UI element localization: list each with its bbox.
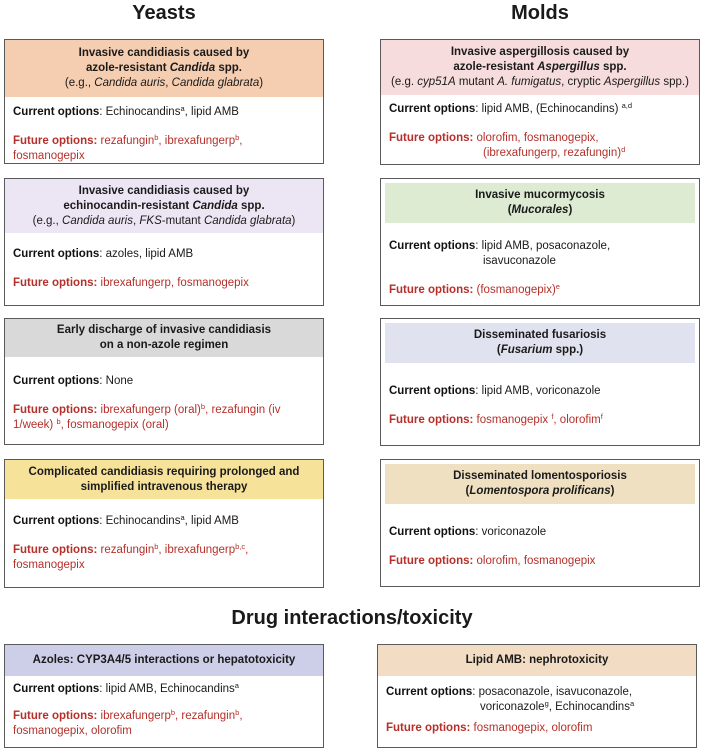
yeasts-column-title: Yeasts	[132, 2, 196, 24]
card-title-line2: azole-resistant Aspergillus spp.	[453, 61, 627, 73]
current-options: Current options: Echinocandinsa, lipid A…	[13, 104, 239, 118]
current-options: Current options: azoles, lipid AMB	[13, 248, 194, 260]
card-title-line2: echinocandin-resistant Candida spp.	[63, 199, 265, 212]
card-body: Current options: voriconazole Future opt…	[389, 525, 693, 569]
card-title-line2: on a non-azole regimen	[99, 339, 229, 351]
future-options: Future options: olorofim, fosmanogepix,(…	[389, 132, 626, 159]
future-options: Future options: ibrexafungerpb, rezafung…	[13, 708, 243, 737]
card-disseminated-fusariosis: Disseminated fusariosis (Fusarium spp.) …	[380, 318, 700, 446]
card-header: Invasive candidiasis caused by echinocan…	[5, 179, 323, 233]
card-body: Current options: azoles, lipid AMB Futur…	[13, 247, 317, 291]
card-azoles-interactions: Azoles: CYP3A4/5 interactions or hepatot…	[4, 644, 324, 748]
card-subtitle: (e.g., Candida auris, Candida glabrata)	[64, 77, 264, 89]
card-body: Current options: None Future options: ib…	[13, 374, 317, 433]
card-header: Azoles: CYP3A4/5 interactions or hepatot…	[5, 645, 323, 676]
card-title-line1: Invasive candidiasis caused by	[78, 184, 250, 197]
card-header: Early discharge of invasive candidiasis …	[5, 319, 323, 357]
molds-column-title: Molds	[511, 2, 569, 24]
card-body: Current options: Echinocandinsa, lipid A…	[13, 105, 317, 164]
card-body: Current options: Echinocandinsa, lipid A…	[13, 514, 317, 573]
card-title-line2: azole-resistant Candida spp.	[86, 62, 242, 74]
current-options: Current options: None	[13, 375, 134, 387]
current-options: Current options: Echinocandinsa, lipid A…	[13, 513, 239, 527]
card-title-line2: simplified intravenous therapy	[80, 480, 248, 493]
drug-interactions-title: Drug interactions/toxicity	[231, 607, 473, 629]
current-options: Current options: lipid AMB, (Echinocandi…	[389, 101, 633, 115]
card-subtitle: (e.g., Candida auris, FKS-mutant Candida…	[32, 214, 296, 227]
card-title-line1: Complicated candidiasis requiring prolon…	[28, 465, 300, 478]
card-invasive-mucormycosis: Invasive mucormycosis (Mucorales) Curren…	[380, 178, 700, 306]
card-subtitle: (e.g. cyp51A mutant A. fumigatus, crypti…	[391, 76, 689, 88]
card-title-line2: (Fusarium spp.)	[496, 344, 584, 356]
future-options: Future options: rezafunginb, ibrexafunge…	[13, 542, 249, 571]
future-options: Future options: fosmanogepix f, olorofim…	[389, 412, 603, 426]
current-options: Current options: lipid AMB, posaconazole…	[389, 240, 611, 267]
card-azole-resistant-aspergillus: Invasive aspergillosis caused by azole-r…	[380, 39, 700, 165]
card-body: Current options: lipid AMB, posaconazole…	[389, 239, 693, 298]
card-title-line2: (Mucorales)	[507, 204, 573, 216]
future-options: Future options: ibrexafungerp, fosmanoge…	[13, 277, 249, 289]
current-options: Current options: posaconazole, isavucona…	[386, 686, 635, 713]
card-title: Lipid AMB: nephrotoxicity	[465, 654, 609, 666]
card-body: Current options: lipid AMB, (Echinocandi…	[389, 102, 693, 161]
card-complicated-candidiasis: Complicated candidiasis requiring prolon…	[4, 459, 324, 588]
current-options: Current options: lipid AMB, Echinocandin…	[13, 681, 239, 695]
card-header: Invasive mucormycosis (Mucorales)	[385, 183, 695, 223]
card-lipid-amb-nephrotoxicity: Lipid AMB: nephrotoxicity Current option…	[377, 644, 697, 748]
future-options: Future options: ibrexafungerp (oral)b, r…	[13, 402, 281, 431]
card-body: Current options: lipid AMB, Echinocandin…	[13, 682, 317, 739]
card-azole-resistant-candida: Invasive candidiasis caused by azole-res…	[4, 39, 324, 164]
card-body: Current options: lipid AMB, voriconazole…	[389, 384, 693, 428]
card-header: Lipid AMB: nephrotoxicity	[378, 645, 696, 676]
card-title-line1: Invasive mucormycosis	[475, 189, 605, 201]
card-title-line1: Invasive candidiasis caused by	[78, 47, 250, 59]
card-echinocandin-resistant-candida: Invasive candidiasis caused by echinocan…	[4, 178, 324, 306]
card-title-line1: Invasive aspergillosis caused by	[450, 46, 630, 58]
card-header: Invasive candidiasis caused by azole-res…	[5, 40, 323, 97]
card-early-discharge: Early discharge of invasive candidiasis …	[4, 318, 324, 445]
future-options: Future options: rezafunginb, ibrexafunge…	[13, 133, 243, 162]
card-header: Disseminated lomentosporiosis (Lomentosp…	[385, 464, 695, 504]
card-title-line1: Disseminated lomentosporiosis	[453, 470, 627, 482]
future-options: Future options: olorofim, fosmanogepix	[389, 555, 596, 567]
card-title: Azoles: CYP3A4/5 interactions or hepatot…	[32, 654, 296, 666]
card-header: Disseminated fusariosis (Fusarium spp.)	[385, 323, 695, 363]
card-title-line1: Early discharge of invasive candidiasis	[56, 324, 272, 336]
future-options: Future options: fosmanogepix, olorofim	[386, 722, 593, 734]
card-header: Invasive aspergillosis caused by azole-r…	[381, 40, 699, 95]
card-title-line2: (Lomentospora prolificans)	[465, 485, 615, 497]
card-body: Current options: posaconazole, isavucona…	[386, 685, 690, 736]
card-disseminated-lomentosporiosis: Disseminated lomentosporiosis (Lomentosp…	[380, 459, 700, 587]
card-title-line1: Disseminated fusariosis	[473, 329, 607, 341]
current-options: Current options: lipid AMB, voriconazole	[389, 385, 601, 397]
card-header: Complicated candidiasis requiring prolon…	[5, 460, 323, 499]
current-options: Current options: voriconazole	[389, 526, 547, 538]
future-options: Future options: (fosmanogepix)e	[389, 282, 560, 296]
